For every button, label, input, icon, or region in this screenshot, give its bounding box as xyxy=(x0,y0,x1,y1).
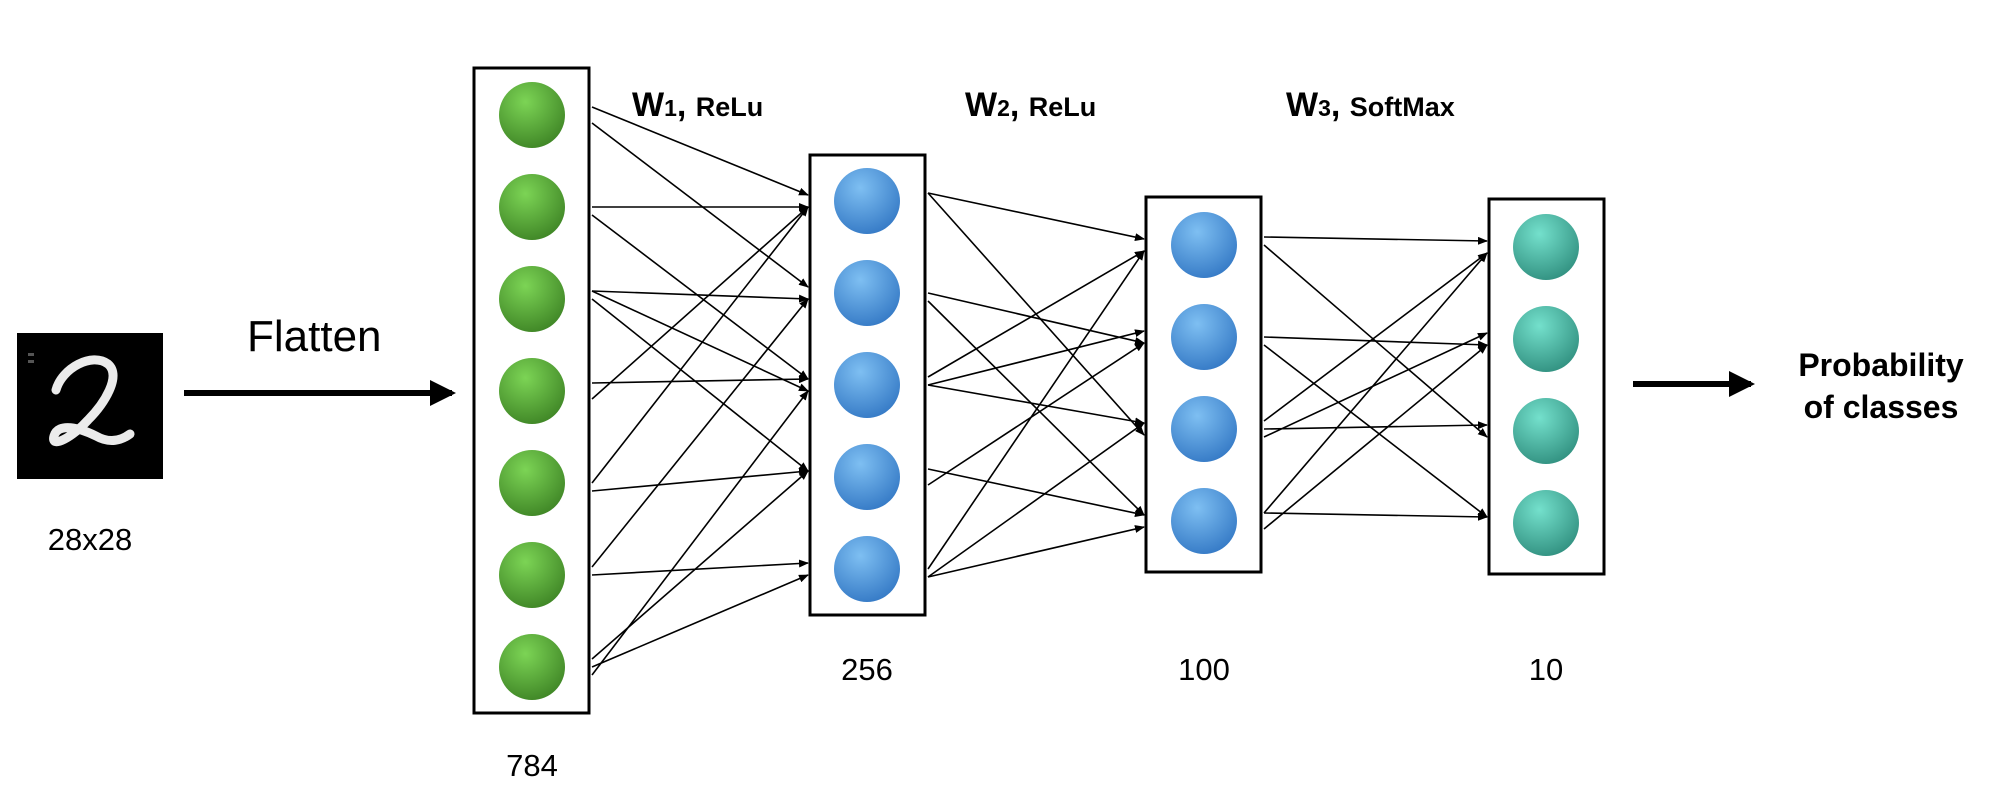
output-neuron-1 xyxy=(1513,214,1579,280)
connection-arrow xyxy=(591,298,809,568)
connection-arrow xyxy=(591,122,809,288)
connection-arrow xyxy=(591,467,809,492)
output-neuron-2 xyxy=(1513,306,1579,372)
connection-arrow xyxy=(1263,252,1488,422)
connection-arrow xyxy=(591,206,809,400)
connection-arrow xyxy=(591,298,809,472)
hidden2-neuron-3 xyxy=(1171,396,1237,462)
weight-symbol: W xyxy=(1286,86,1319,124)
weight-label-1: W1, ReLu xyxy=(632,86,764,124)
input-neuron-3 xyxy=(499,266,565,332)
activation-name: ReLu xyxy=(695,92,764,122)
input-neuron-2 xyxy=(499,174,565,240)
connection-arrow xyxy=(591,574,809,668)
connection-lines xyxy=(591,106,1488,676)
weight-index: 3 xyxy=(1318,95,1331,121)
activation-name: ReLu xyxy=(1028,92,1097,122)
connection-arrow xyxy=(1263,244,1488,438)
layer-units-784: 784 xyxy=(506,748,558,783)
input-neuron-5 xyxy=(499,450,565,516)
hidden1-neuron-3 xyxy=(834,352,900,418)
activation-name: SoftMax xyxy=(1349,92,1455,122)
connection-arrow xyxy=(927,342,1145,486)
connection-arrow xyxy=(591,206,809,484)
connection-arrow xyxy=(1263,512,1488,521)
connection-arrow xyxy=(927,292,1145,345)
connection-arrow xyxy=(1263,344,1488,518)
connection-arrow xyxy=(927,192,1145,436)
weight-symbol: W xyxy=(965,86,998,124)
hidden2-neuron-2 xyxy=(1171,304,1237,370)
connection-arrow xyxy=(591,290,809,303)
connection-arrow xyxy=(591,470,809,660)
connection-arrow xyxy=(927,250,1145,570)
hidden2-neuron-4 xyxy=(1171,488,1237,554)
connection-arrow xyxy=(591,375,809,384)
output-label: Probability of classes xyxy=(1786,344,1976,428)
connection-arrow xyxy=(1263,252,1488,514)
layer-units-256: 256 xyxy=(841,652,893,687)
weight-symbol: W xyxy=(632,86,665,124)
input-size-label: 28x28 xyxy=(47,522,133,557)
connection-arrow xyxy=(927,422,1145,578)
output-neuron-3 xyxy=(1513,398,1579,464)
connection-arrow xyxy=(927,192,1145,242)
hidden2-neuron-1 xyxy=(1171,212,1237,278)
input-neuron-4 xyxy=(499,358,565,424)
input-neuron-7 xyxy=(499,634,565,700)
layer-units-100: 100 xyxy=(1178,652,1230,687)
hidden1-neuron-2 xyxy=(834,260,900,326)
connection-arrow xyxy=(927,525,1145,578)
neurons xyxy=(499,82,1579,700)
weight-label-3: W3, SoftMax xyxy=(1286,86,1455,124)
connection-arrow xyxy=(591,559,809,576)
output-neuron-4 xyxy=(1513,490,1579,556)
connection-arrow xyxy=(1263,332,1488,438)
input-neuron-1 xyxy=(499,82,565,148)
connection-arrow xyxy=(591,290,809,392)
connection-arrow xyxy=(927,468,1145,518)
connection-arrow xyxy=(1263,236,1488,245)
connection-arrow xyxy=(591,106,809,196)
connection-arrow xyxy=(591,214,809,380)
mnist-digit-image xyxy=(17,333,163,479)
flatten-label: Flatten xyxy=(247,312,382,361)
weight-index: 1 xyxy=(664,95,677,121)
weight-index: 2 xyxy=(997,95,1010,121)
connection-arrow xyxy=(1263,421,1488,430)
input-neuron-6 xyxy=(499,542,565,608)
connection-arrow xyxy=(927,329,1145,386)
hidden1-neuron-4 xyxy=(834,444,900,510)
hidden1-neuron-1 xyxy=(834,168,900,234)
hidden1-neuron-5 xyxy=(834,536,900,602)
weight-label-2: W2, ReLu xyxy=(965,86,1097,124)
output-label-line1: Probability xyxy=(1798,347,1964,383)
layer-units-10: 10 xyxy=(1528,652,1564,687)
connection-arrow xyxy=(927,300,1145,516)
connection-arrow xyxy=(927,384,1145,426)
connection-arrow xyxy=(1263,344,1488,530)
output-label-line2: of classes xyxy=(1803,389,1959,425)
